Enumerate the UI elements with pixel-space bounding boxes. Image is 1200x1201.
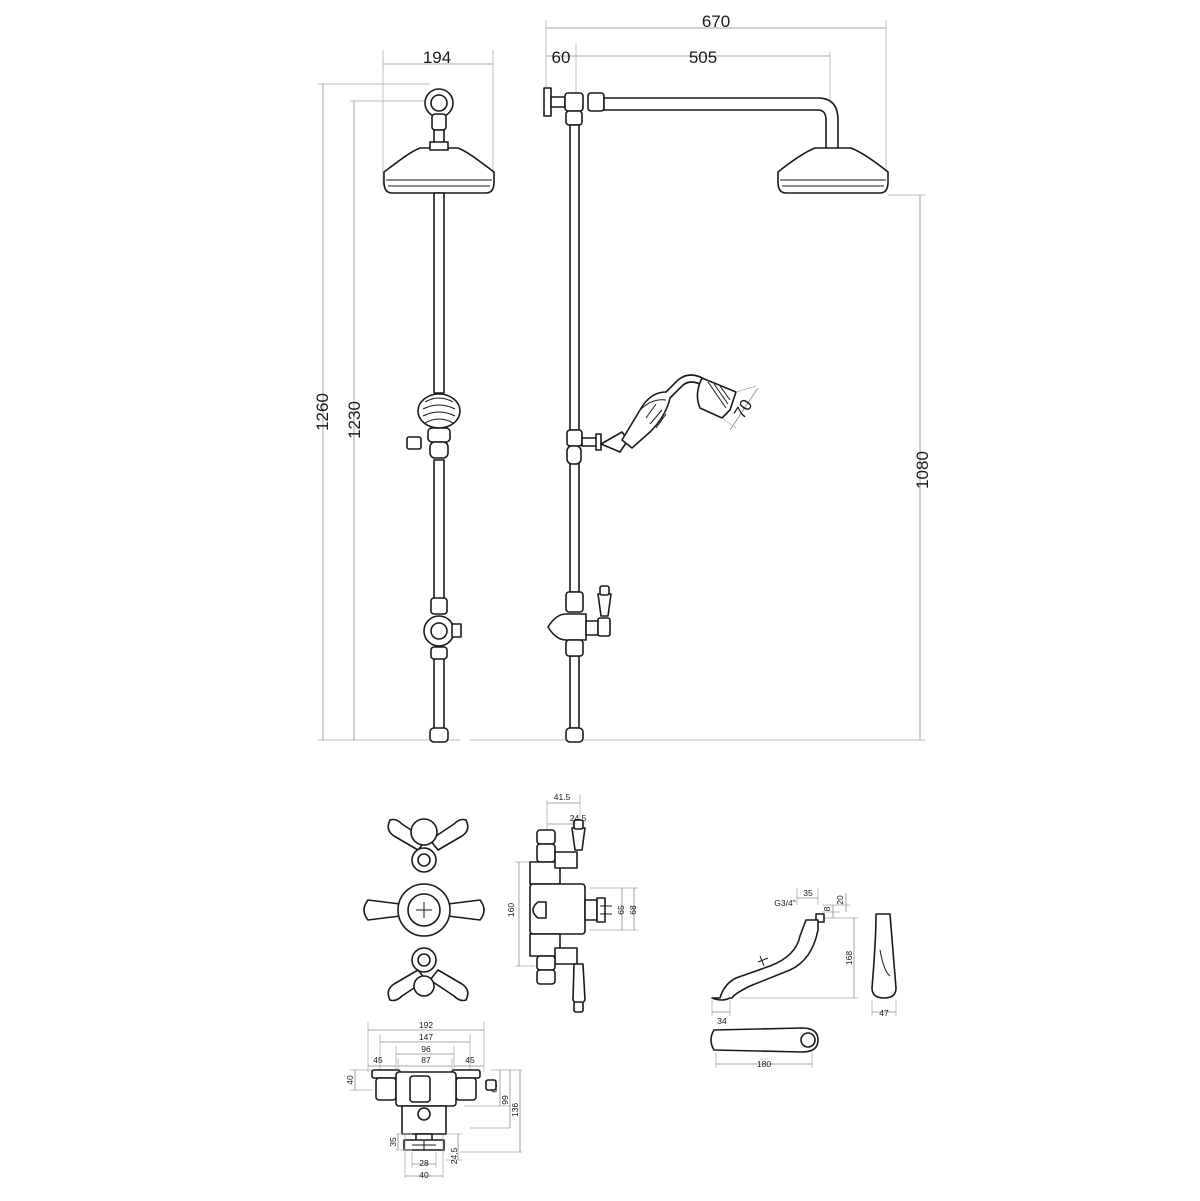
- valve-body-icon: [529, 819, 612, 1013]
- thread-label: G3/4": [774, 898, 795, 908]
- dim-136: 136: [510, 1103, 520, 1117]
- dim-160: 160: [506, 903, 516, 917]
- dim-28: 28: [419, 1158, 429, 1168]
- dim-width-194: 194: [423, 48, 451, 67]
- dim-spout-34: 34: [717, 1016, 727, 1026]
- side-shower-head-icon: [777, 147, 889, 194]
- dim-spout-168: 168: [844, 951, 854, 965]
- dim-spout-35: 35: [803, 888, 813, 898]
- shower-arm-icon: [543, 87, 839, 151]
- dim-147: 147: [419, 1032, 433, 1042]
- valve-side-view: 41.5 24.5 160 65 68: [506, 792, 638, 1013]
- dim-spout-47: 47: [879, 1008, 889, 1018]
- handset-icon: [621, 374, 737, 449]
- dim-24-5: 24.5: [570, 813, 587, 823]
- side-elevation: 670 60 505 1080: [470, 12, 932, 743]
- crosshead-handle-icon: [363, 818, 485, 1002]
- dim-41-5: 41.5: [554, 792, 571, 802]
- dim-45-right: 45: [465, 1055, 475, 1065]
- front-elevation: 194 1260 1230: [313, 48, 495, 743]
- dim-24-5-plan: 24.5: [449, 1147, 459, 1164]
- spout-end-view-icon: [871, 913, 897, 999]
- dim-96: 96: [421, 1044, 431, 1054]
- spout-plan-icon: [710, 1027, 819, 1053]
- riser-rail-icon: [433, 192, 445, 731]
- dim-spout-8: 8: [822, 906, 832, 911]
- valve-plan-body-icon: [371, 1069, 497, 1151]
- valve-front-view: [363, 818, 485, 1002]
- dim-65-side: 65: [616, 905, 626, 915]
- slide-bracket-icon: [406, 393, 461, 459]
- dim-height-1080: 1080: [913, 451, 932, 489]
- bath-spout-section: 35 G3/4" 8 20 168 34 180: [710, 888, 897, 1069]
- dim-projection-670: 670: [702, 12, 730, 31]
- dim-45-left: 45: [373, 1055, 383, 1065]
- dim-87: 87: [421, 1055, 431, 1065]
- side-slide-bracket-icon: [566, 429, 629, 465]
- dim-arm-length-505: 505: [689, 48, 717, 67]
- wall-arm-rosette-icon: [424, 88, 454, 145]
- bottom-fixing-icon: [429, 727, 449, 743]
- dim-40-side: 40: [345, 1075, 355, 1085]
- dim-99: 99: [500, 1095, 510, 1105]
- dim-total-height-1260: 1260: [313, 393, 332, 431]
- dim-68: 68: [628, 905, 638, 915]
- shower-head-icon: [383, 141, 495, 194]
- dim-35-plan: 35: [388, 1137, 398, 1147]
- valve-plan-view: 192 147 96 87 45 45 40 65 99 136: [345, 1020, 522, 1180]
- side-valve-icon: [547, 585, 612, 657]
- dim-spout-180: 180: [757, 1059, 771, 1069]
- bath-spout-icon: [711, 913, 825, 1001]
- dim-head-height-1230: 1230: [345, 401, 364, 439]
- dim-wall-offset-60: 60: [552, 48, 571, 67]
- diverter-icon: [423, 597, 462, 660]
- dim-192: 192: [419, 1020, 433, 1030]
- dim-40-bottom: 40: [419, 1170, 429, 1180]
- dim-spout-20: 20: [835, 895, 845, 905]
